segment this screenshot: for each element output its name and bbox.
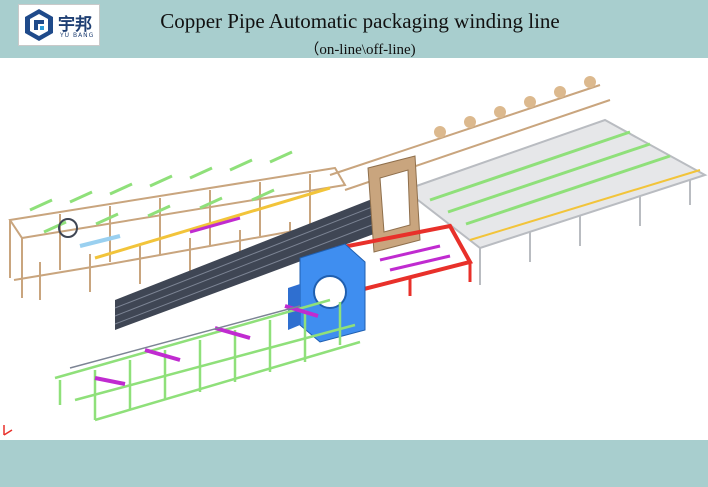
left-frame-accents (58, 186, 331, 260)
blue-winding-machine (288, 243, 366, 343)
packaging-line-drawing (3, 76, 708, 436)
logo-icon (25, 9, 53, 41)
header-band: 宇邦 YU BANG Copper Pipe Automatic packagi… (0, 0, 708, 58)
logo-english-text: YU BANG (60, 32, 95, 39)
company-logo: 宇邦 YU BANG (18, 4, 100, 46)
page-title: Copper Pipe Automatic packaging winding … (160, 9, 560, 33)
right-tray-table (329, 76, 708, 285)
logo-chinese-text: 宇邦 (58, 15, 92, 35)
tan-packing-frame (367, 155, 421, 253)
axis-triad-icon (3, 425, 13, 436)
page-subtitle: （on-line\off-line) (304, 42, 416, 58)
front-green-conveyor (54, 298, 361, 422)
dark-belt-conveyor (114, 192, 391, 330)
left-frame-rollers (29, 150, 293, 234)
footer-band (0, 440, 708, 487)
